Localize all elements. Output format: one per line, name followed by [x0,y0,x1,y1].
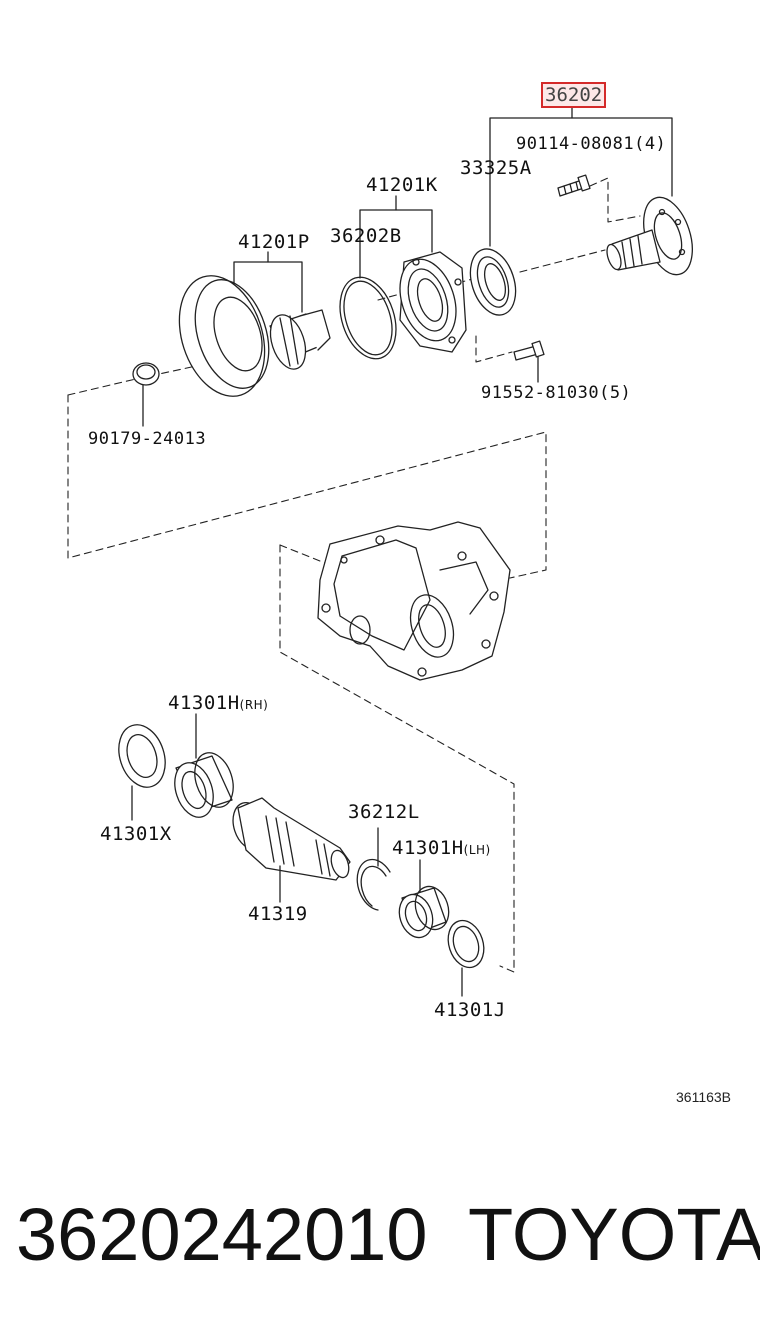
bearing-41301H-rh [174,752,234,818]
transaxle-case [317,521,511,681]
bearing-retainer-41201K [399,251,467,353]
part-label-41301H-lh[interactable]: 41301H(LH) [392,837,491,859]
part-label-36202B[interactable]: 36202B [330,225,402,247]
side-rh: (RH) [239,698,269,712]
diagram-reference-code: 361163B [676,1089,732,1105]
part-label-41301H-rh[interactable]: 41301H(RH) [168,692,268,714]
part-label-91552[interactable]: 91552-81030(5) [481,383,632,403]
part-label-41301J[interactable]: 41301J [434,999,506,1021]
part-label-36212L[interactable]: 36212L [348,801,420,823]
o-ring-36202B [339,276,397,360]
part-number-41301H-lh: 41301H [392,837,464,859]
shaft-41319 [232,797,351,881]
oil-seal-33325A [469,248,517,316]
bolt-91552 [513,340,545,361]
part-label-41201P[interactable]: 41201P [238,231,310,253]
exploded-view-drawing [67,103,693,997]
washer-41301X [118,724,166,788]
part-label-41201K[interactable]: 41201K [366,174,438,196]
bolt-90114 [557,174,591,197]
bearing-41301H-lh [398,885,450,939]
part-label-33325A[interactable]: 33325A [460,157,532,179]
part-label-41301X[interactable]: 41301X [100,823,172,845]
washer-41301J [447,919,485,969]
parts-diagram: 36202 90114-08081(4) 33325A 41201K 41201… [67,82,731,1105]
pinion-90179 [132,362,160,386]
part-label-36202-highlighted[interactable]: 36202 [541,82,607,108]
part-number-title: 3620242010 [16,1193,428,1276]
ring-gear-41201P [178,275,331,397]
part-label-41319[interactable]: 41319 [248,903,308,925]
snap-ring-36212L [356,858,391,911]
part-label-90114[interactable]: 90114-08081(4) [516,134,667,154]
footer-caption: 3620242010 TOYOTA [0,1190,760,1280]
part-label-90179[interactable]: 90179-24013 [88,429,207,449]
part-number-41301H-rh: 41301H [168,692,240,714]
flange-shaft-36202 [606,196,693,276]
side-lh: (LH) [463,843,491,857]
brand-name: TOYOTA [468,1193,760,1276]
